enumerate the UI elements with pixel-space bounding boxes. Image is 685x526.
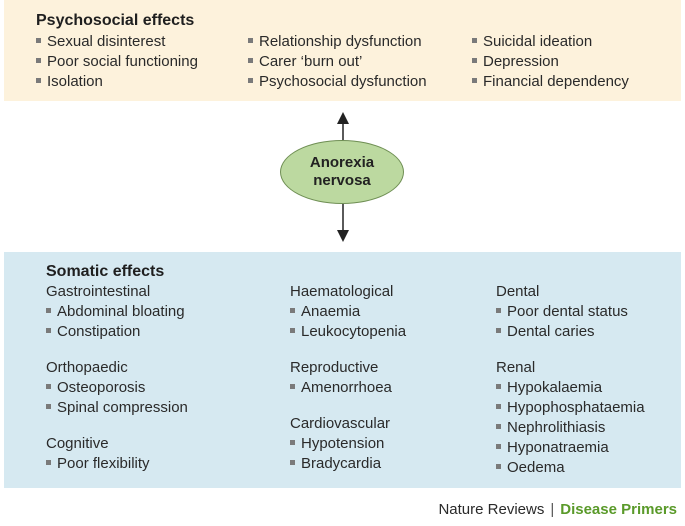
group-title: Gastrointestinal [46, 283, 151, 300]
group-title: Cognitive [46, 435, 109, 452]
list-item: Hypokalaemia [496, 378, 645, 398]
bullet-square-icon [290, 327, 295, 333]
center-label-line-1: Anorexia [309, 154, 375, 171]
list-item: Amenorrhoea [290, 378, 406, 398]
group-title: Orthopaedic [46, 359, 128, 376]
group-title: Haematological [290, 283, 394, 300]
list-item: Osteoporosis [46, 378, 188, 398]
bullet-square-icon [496, 383, 501, 389]
list-item: Hypophosphataemia [496, 398, 645, 418]
psychosocial-column-1: Sexual disinterest Poor social functioni… [36, 32, 198, 92]
publisher-credit: Nature Reviews | Disease Primers [438, 500, 677, 520]
journal-name: Nature Reviews [438, 501, 545, 518]
bullet-square-icon [36, 37, 41, 43]
bullet-square-icon [496, 423, 501, 429]
group-title: Dental [496, 283, 540, 300]
list-item: Relationship dysfunction [248, 32, 427, 52]
list-item: Poor social functioning [36, 52, 198, 72]
bullet-square-icon [496, 463, 501, 469]
bullet-square-icon [496, 403, 501, 409]
group-title: Reproductive [290, 359, 379, 376]
list-item: Financial dependency [472, 72, 629, 92]
group-orthopaedic: Orthopaedic Osteoporosis Spinal compress… [46, 358, 188, 418]
list-item: Depression [472, 52, 629, 72]
list-item: Constipation [46, 322, 188, 342]
bullet-square-icon [36, 57, 41, 63]
list-item: Abdominal bloating [46, 302, 188, 322]
list-item: Hypotension [290, 434, 406, 454]
psychosocial-column-3: Suicidal ideation Depression Financial d… [472, 32, 629, 92]
somatic-column-1: Gastrointestinal Abdominal bloating Cons… [46, 282, 188, 490]
somatic-heading: Somatic effects [46, 263, 165, 280]
center-label-line-2: nervosa [313, 172, 371, 189]
bullet-square-icon [46, 383, 51, 389]
bullet-square-icon [472, 77, 477, 83]
list-item: Anaemia [290, 302, 406, 322]
group-reproductive: Reproductive Amenorrhoea [290, 358, 406, 398]
anorexia-nervosa-node: Anorexia nervosa [280, 140, 404, 204]
credit-separator: | [550, 501, 555, 518]
bullet-square-icon [290, 439, 295, 445]
group-dental: Dental Poor dental status Dental caries [496, 282, 645, 342]
list-item: Poor dental status [496, 302, 645, 322]
bullet-square-icon [46, 327, 51, 333]
bullet-square-icon [496, 443, 501, 449]
somatic-panel [4, 252, 681, 488]
bullet-square-icon [46, 403, 51, 409]
bullet-square-icon [496, 327, 501, 333]
group-title: Cardiovascular [290, 415, 391, 432]
bullet-square-icon [290, 383, 295, 389]
list-item: Hyponatraemia [496, 438, 645, 458]
list-item: Oedema [496, 458, 645, 478]
list-item: Carer ‘burn out’ [248, 52, 427, 72]
group-cardiovascular: Cardiovascular Hypotension Bradycardia [290, 414, 406, 474]
bullet-square-icon [290, 307, 295, 313]
group-gastrointestinal: Gastrointestinal Abdominal bloating Cons… [46, 282, 188, 342]
bullet-square-icon [472, 37, 477, 43]
group-cognitive: Cognitive Poor flexibility [46, 434, 188, 474]
list-item: Dental caries [496, 322, 645, 342]
bullet-square-icon [496, 307, 501, 313]
bullet-square-icon [248, 37, 253, 43]
list-item: Sexual disinterest [36, 32, 198, 52]
psychosocial-column-2: Relationship dysfunction Carer ‘burn out… [248, 32, 427, 92]
group-title: Renal [496, 359, 536, 376]
bullet-square-icon [290, 459, 295, 465]
series-name: Disease Primers [560, 501, 677, 518]
list-item: Bradycardia [290, 454, 406, 474]
bullet-square-icon [36, 77, 41, 83]
list-item: Poor flexibility [46, 454, 188, 474]
group-haematological: Haematological Anaemia Leukocytopenia [290, 282, 406, 342]
bullet-square-icon [248, 57, 253, 63]
somatic-column-2: Haematological Anaemia Leukocytopenia Re… [290, 282, 406, 490]
list-item: Psychosocial dysfunction [248, 72, 427, 92]
bullet-square-icon [472, 57, 477, 63]
bullet-square-icon [248, 77, 253, 83]
list-item: Leukocytopenia [290, 322, 406, 342]
list-item: Suicidal ideation [472, 32, 629, 52]
list-item: Nephrolithiasis [496, 418, 645, 438]
psychosocial-panel [4, 0, 681, 101]
psychosocial-heading: Psychosocial effects [36, 12, 195, 29]
list-item: Isolation [36, 72, 198, 92]
somatic-column-3: Dental Poor dental status Dental caries … [496, 282, 645, 494]
bullet-square-icon [46, 459, 51, 465]
list-item: Spinal compression [46, 398, 188, 418]
group-renal: Renal Hypokalaemia Hypophosphataemia Nep… [496, 358, 645, 478]
bullet-square-icon [46, 307, 51, 313]
